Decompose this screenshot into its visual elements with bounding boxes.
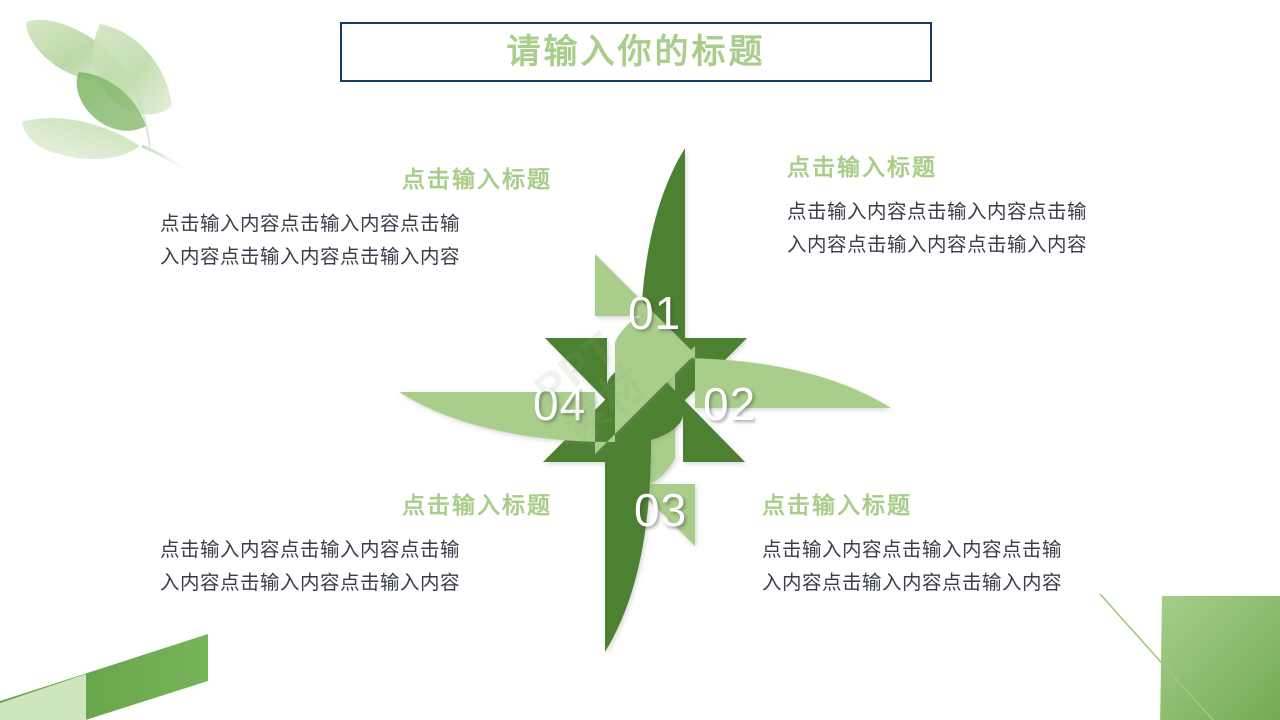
block-body-line: 入内容点击输入内容点击输入内容	[160, 246, 461, 269]
block-heading[interactable]: 点击输入标题	[402, 492, 552, 518]
content-block-bottom-right: 点击输入标题 点击输入内容点击输入内容点击输 入内容点击输入内容点击输入内容	[762, 492, 1162, 601]
block-heading[interactable]: 点击输入标题	[402, 166, 552, 192]
block-body-line: 入内容点击输入内容点击输入内容	[160, 572, 461, 595]
block-body-line: 入内容点击输入内容点击输入内容	[762, 572, 1063, 595]
pinwheel-number-03: 03	[634, 484, 688, 536]
block-body[interactable]: 点击输入内容点击输入内容点击输 入内容点击输入内容点击输入内容	[160, 534, 560, 601]
pinwheel-number-02: 02	[703, 378, 757, 430]
content-block-top-left: 点击输入标题 点击输入内容点击输入内容点击输 入内容点击输入内容点击输入内容	[160, 166, 560, 275]
block-heading[interactable]: 点击输入标题	[762, 492, 912, 518]
block-body-line: 点击输入内容点击输入内容点击输	[160, 212, 461, 235]
block-body[interactable]: 点击输入内容点击输入内容点击输 入内容点击输入内容点击输入内容	[787, 196, 1187, 263]
content-block-top-right: 点击输入标题 点击输入内容点击输入内容点击输 入内容点击输入内容点击输入内容	[787, 154, 1187, 263]
block-body[interactable]: 点击输入内容点击输入内容点击输 入内容点击输入内容点击输入内容	[160, 208, 560, 275]
block-body-line: 点击输入内容点击输入内容点击输	[762, 538, 1063, 561]
block-body-line: 入内容点击输入内容点击输入内容	[787, 234, 1088, 257]
pinwheel-number-01: 01	[628, 287, 682, 339]
pinwheel-number-04: 04	[533, 378, 587, 430]
block-body-line: 点击输入内容点击输入内容点击输	[160, 538, 461, 561]
block-body-line: 点击输入内容点击输入内容点击输	[787, 200, 1088, 223]
slide-title-box[interactable]: 请输入你的标题	[340, 22, 932, 82]
content-block-bottom-left: 点击输入标题 点击输入内容点击输入内容点击输 入内容点击输入内容点击输入内容	[160, 492, 560, 601]
block-heading[interactable]: 点击输入标题	[787, 154, 937, 180]
leaf-decoration-icon	[0, 0, 196, 186]
page-title: 请输入你的标题	[506, 33, 766, 71]
block-body[interactable]: 点击输入内容点击输入内容点击输 入内容点击输入内容点击输入内容	[762, 534, 1162, 601]
